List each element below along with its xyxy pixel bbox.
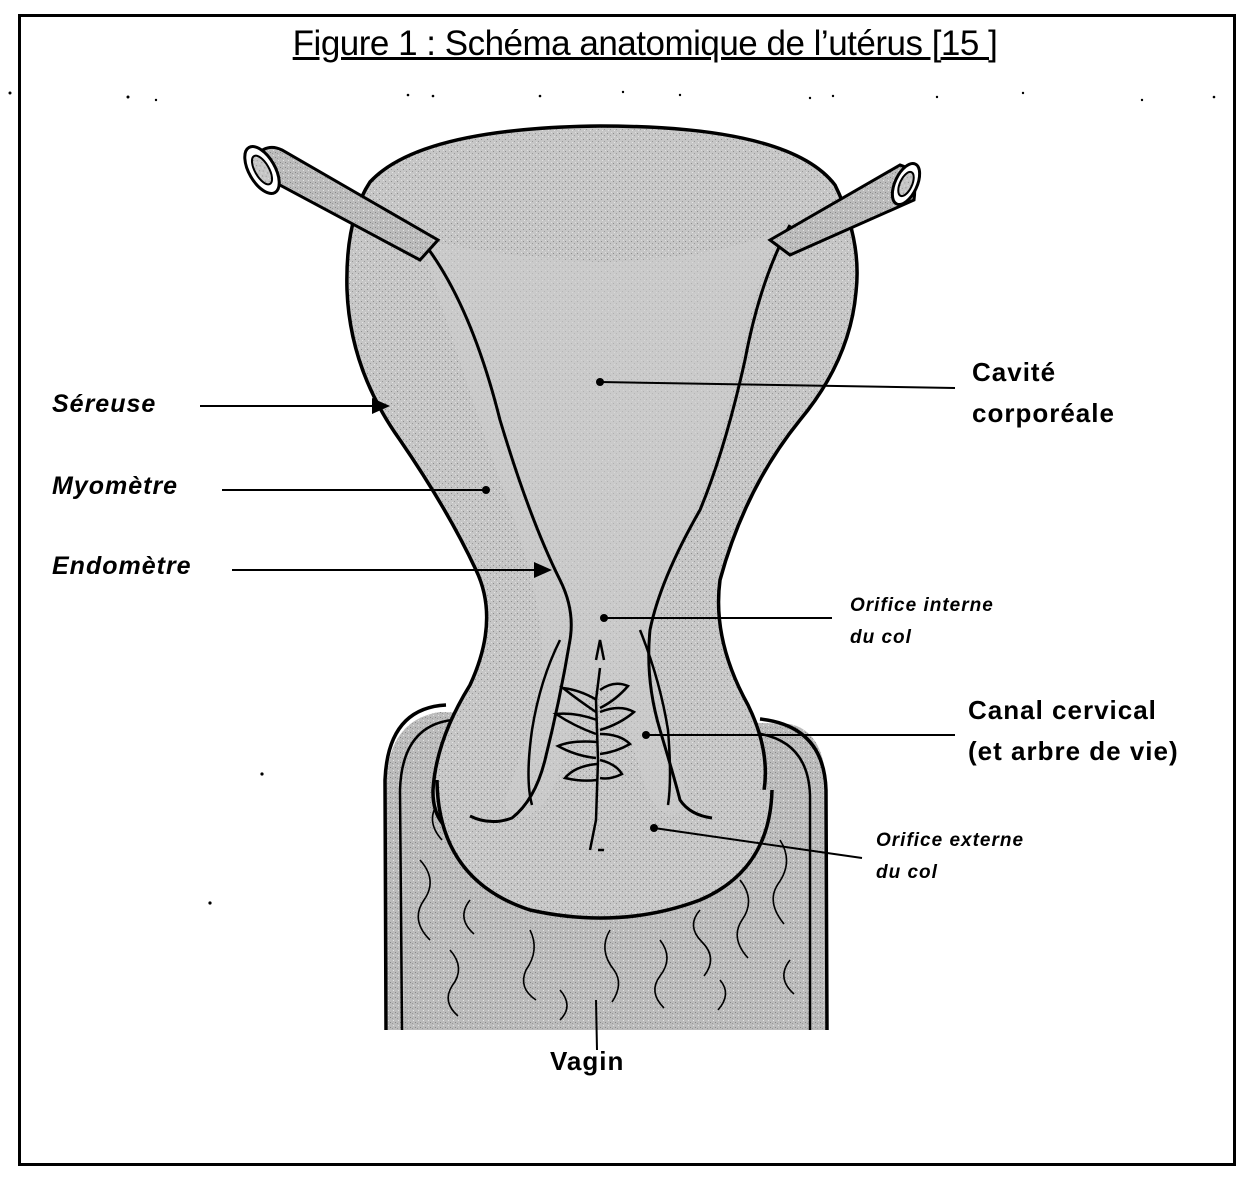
label-cavite-corporeale: Cavité corporéale: [972, 352, 1115, 434]
label-orifice-interne-line2: du col: [850, 622, 994, 654]
label-canal-cervical: Canal cervical (et arbre de vie): [968, 690, 1179, 772]
label-orifice-externe: Orifice externe du col: [876, 825, 1024, 889]
label-sereuse: Séreuse: [52, 390, 156, 419]
label-vagin: Vagin: [550, 1046, 624, 1077]
label-orifice-interne-line1: Orifice interne: [850, 590, 994, 622]
label-myometre: Myomètre: [52, 472, 178, 501]
label-cavite-line1: Cavité: [972, 352, 1115, 393]
label-endometre: Endomètre: [52, 552, 192, 581]
label-orifice-externe-line1: Orifice externe: [876, 825, 1024, 857]
label-orifice-interne: Orifice interne du col: [850, 590, 994, 654]
label-cavite-line2: corporéale: [972, 393, 1115, 434]
label-canal-line1: Canal cervical: [968, 690, 1179, 731]
label-orifice-externe-line2: du col: [876, 857, 1024, 889]
label-canal-line2: (et arbre de vie): [968, 731, 1179, 772]
